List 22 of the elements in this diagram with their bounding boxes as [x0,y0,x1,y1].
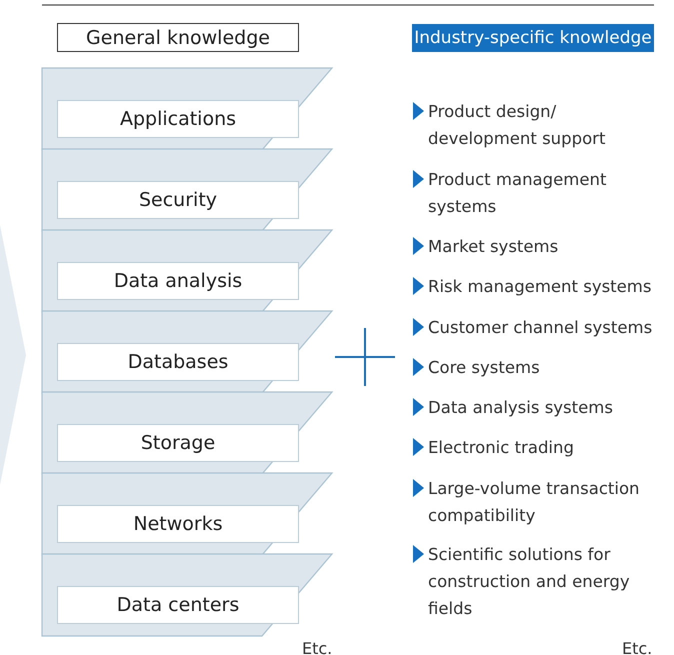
list-item: Product management systems [428,169,608,218]
layer-box: Networks [57,505,299,543]
layer-box: Data centers [57,586,299,624]
layer-box: Security [57,181,299,219]
list-item: Customer channel systems [428,317,654,339]
layer-box: Databases [57,343,299,381]
heading-tag: Industry-specific knowledge [412,24,654,52]
list-item: Data analysis systems [428,397,614,419]
list-item: Market systems [428,236,560,258]
note: Etc. [302,639,332,655]
list-item: Core systems [428,357,541,379]
list-item: Risk management systems [428,276,652,298]
layer-box: Applications [57,100,299,138]
layer-box: Storage [57,424,299,462]
layer-box: Data analysis [57,262,299,300]
list-item: Electronic trading [428,437,575,459]
list-item: Large-volume transaction compatibility [428,478,641,527]
chevron-shape [0,225,26,485]
list-item: Product design/ development support [428,101,606,150]
heading-box: General knowledge [57,23,299,52]
note: Etc. [622,639,652,655]
list-item: Scientific solutions for construction and energy fields [428,544,631,620]
